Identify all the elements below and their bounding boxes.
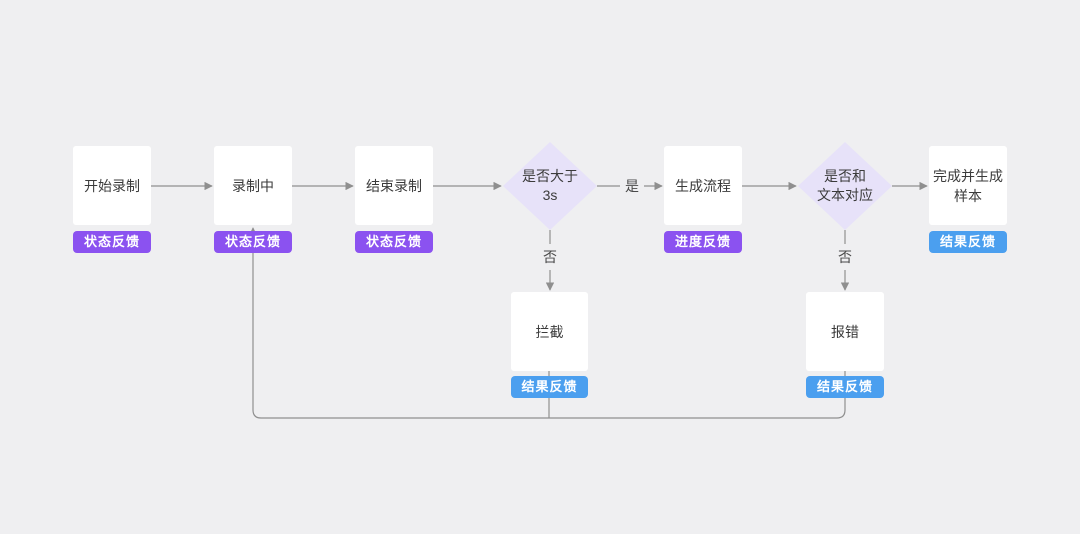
node-complete-generate-sample: 完成并生成 样本 [929, 146, 1007, 225]
node-recording: 录制中 [214, 146, 292, 225]
edge-label-yes: 是 [620, 173, 644, 199]
badge-status-feedback: 状态反馈 [73, 231, 151, 253]
badge-result-feedback: 结果反馈 [929, 231, 1007, 253]
badge-result-feedback: 结果反馈 [511, 376, 588, 398]
edge-label-no: 否 [538, 244, 562, 270]
node-end-recording: 结束录制 [355, 146, 433, 225]
badge-result-feedback: 结果反馈 [806, 376, 884, 398]
node-error: 报错 [806, 292, 884, 371]
edge-label-no: 否 [833, 244, 857, 270]
badge-status-feedback: 状态反馈 [355, 231, 433, 253]
node-intercept: 拦截 [511, 292, 588, 371]
node-start-recording: 开始录制 [73, 146, 151, 225]
edge-error-loop-to-recording [248, 227, 846, 419]
badge-status-feedback: 状态反馈 [214, 231, 292, 253]
node-generate-process: 生成流程 [664, 146, 742, 225]
badge-progress-feedback: 进度反馈 [664, 231, 742, 253]
